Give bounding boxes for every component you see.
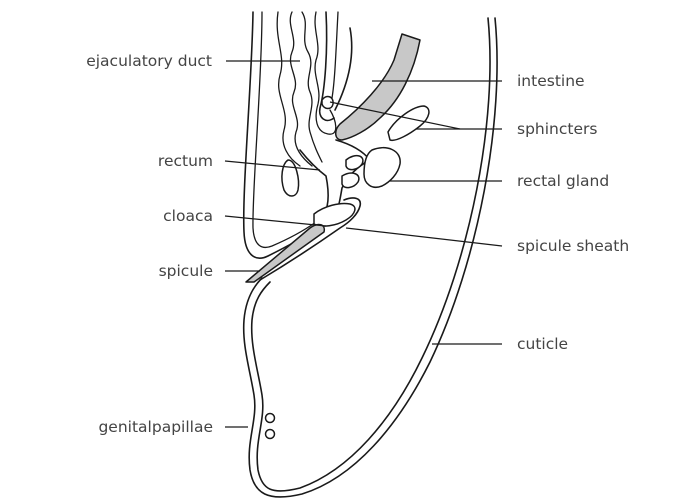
leader-rectum xyxy=(224,160,321,171)
genital-papillae xyxy=(264,412,276,440)
spicule-sheath xyxy=(259,197,362,281)
label-ejaculatory-duct: ejaculatory duct xyxy=(86,52,212,70)
cuticle-outline xyxy=(242,17,498,498)
label-cuticle: cuticle xyxy=(517,335,568,353)
label-spicule: spicule xyxy=(159,262,213,280)
label-rectum: rectum xyxy=(158,152,213,170)
label-sphincters: sphincters xyxy=(517,120,597,138)
labels: ejaculatory duct rectum cloaca spicule g… xyxy=(86,52,629,436)
leader-sphincter-1 xyxy=(329,101,461,130)
label-genital-papillae: genitalpapillae xyxy=(98,418,213,436)
rectum-canal xyxy=(281,139,371,219)
leader-lines xyxy=(224,60,503,428)
sphincters xyxy=(321,95,430,142)
label-cloaca: cloaca xyxy=(163,207,213,225)
leader-cloaca xyxy=(224,215,327,227)
ejaculatory-duct xyxy=(276,11,337,167)
spicule xyxy=(245,223,326,283)
label-spicule-sheath: spicule sheath xyxy=(517,237,629,255)
label-intestine: intestine xyxy=(517,72,585,90)
rectal-gland xyxy=(363,146,401,188)
label-rectal-gland: rectal gland xyxy=(517,172,609,190)
leader-spicule-sheath xyxy=(345,227,503,247)
body-wall-left xyxy=(242,11,319,259)
intestine-grey xyxy=(335,33,421,141)
